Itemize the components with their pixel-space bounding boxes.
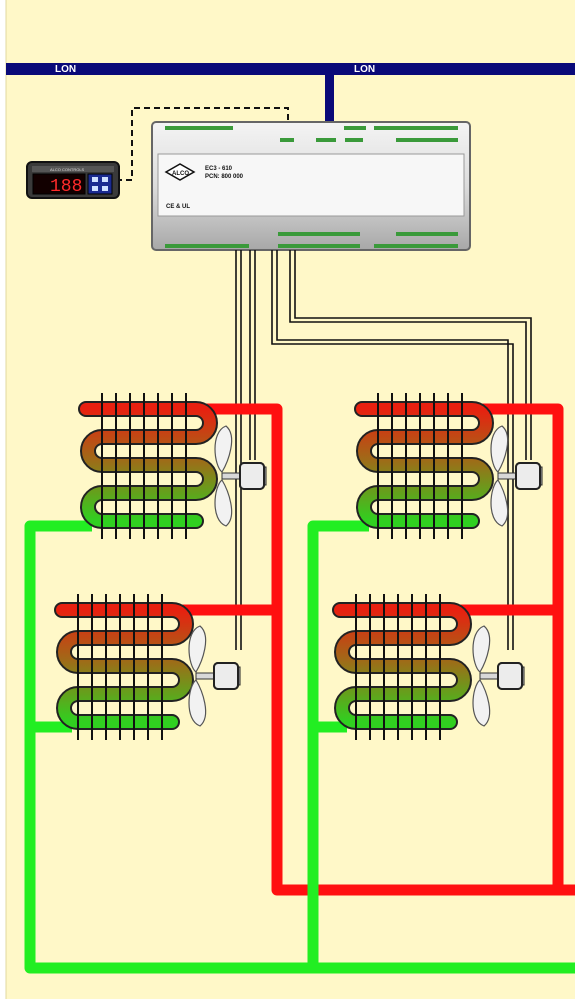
lon-bus-drop [325, 74, 334, 138]
ec3-controller: ALCO EC3 - 610 PCN: 800 000 CE & UL [151, 121, 471, 251]
cold-liquid-piping [24, 520, 575, 974]
digital-display-icon [87, 173, 113, 195]
display-unit: ALCO CONTROLS 188 [26, 161, 120, 199]
alco-logo-icon: ALCO [164, 163, 196, 181]
controller-model: EC3 - 610 [205, 166, 233, 172]
motor-icon [213, 462, 541, 690]
fan-control-wires [235, 250, 532, 650]
evaporator-coil-bottom-right [340, 594, 464, 740]
display-link-line [118, 107, 289, 181]
evaporator-coil-top-right [362, 393, 486, 539]
evaporator-coil-bottom-left [62, 594, 186, 740]
evaporator-coil-top-left [86, 393, 210, 539]
display-readout: 188 [50, 177, 82, 197]
controller-pcn: PCN: 800 000 [205, 174, 244, 180]
display-brand: ALCO CONTROLS [50, 167, 85, 172]
lon-bus-line [6, 63, 575, 75]
lon-bus-label-left: LON [55, 64, 76, 75]
controller-cert: CE & UL [166, 204, 190, 210]
svg-text:ALCO: ALCO [172, 171, 189, 177]
lon-bus-label-right: LON [354, 64, 375, 75]
